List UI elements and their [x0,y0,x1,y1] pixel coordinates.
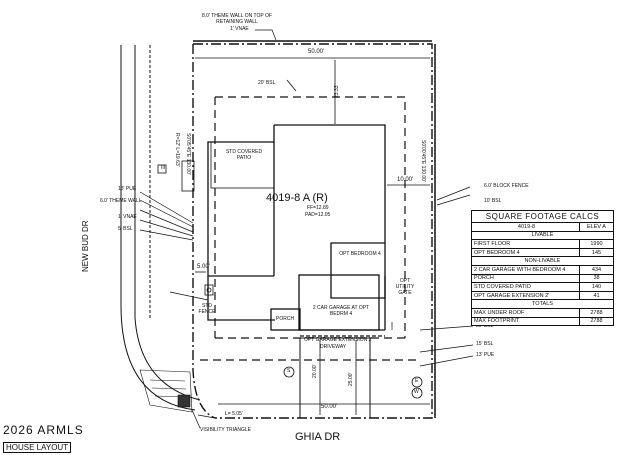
table-cell-value: 434 [591,266,602,273]
table-header-plan: 4019-8 [472,223,580,231]
left-markers [157,160,214,296]
plan-name: 4019-8 A (R) [266,192,328,204]
theme-wall-left-callout: 6.0' THEME WALL [100,198,142,204]
house-footprint [207,124,386,337]
std-patio-box [210,141,275,189]
footer: 2026 ARMLS HOUSE LAYOUT [3,423,84,455]
right-offset-dimension: 10.00' [397,177,414,183]
table-title: SQUARE FOOTAGE CALCS [472,211,613,223]
top-width-dimension: 50.00' [308,49,325,55]
table-header-row: 4019-8 ELEV A [472,223,613,232]
table-cell-label: MAX FOOTPRINT [472,317,580,326]
table-cell-value: 1990 [590,240,603,247]
opt-bedroom-label: OPT BEDROOM 4 [339,251,381,257]
table-row: MAX FOOTPRINT 2788 [472,317,613,326]
square-footage-table: SQUARE FOOTAGE CALCS 4019-8 ELEV A LIVAB… [471,210,614,327]
table-cell-value: 38 [593,275,600,282]
bsl-5-left-callout: 5' BSL [118,226,133,232]
street-name-bottom: GHIA DR [295,431,341,443]
lot-mark: III [161,165,166,171]
table-cell-label: OPT BEDROOM 4 [472,248,580,257]
table-cell-value: 2788 [590,309,603,316]
left-street-curbs [120,45,201,411]
front-setback-a: 20.00' [312,364,318,378]
bsl-15-bottom-callout: 15' BSL [476,341,494,347]
pue-13-callout: 13' PUE [476,352,495,358]
table-row: OPT GARAGE EXTENSION 2' 41 [472,291,613,301]
table-cell-value: 2788 [590,318,603,325]
ff-elevation: FF=12.89 [307,205,329,211]
table-row: FIRST FLOOR 1990 [472,240,613,249]
bottom-width-dimension: 50.00' [321,404,338,410]
table-cell-label: PORCH [472,274,580,283]
vnae-top-callout: 1' VNAE [230,26,249,32]
street-name-left: NEW BUD DR [81,220,90,272]
opt-utility-gate-label: OPT UTILITY GATE [395,278,415,296]
garage-label: 2 CAR GARAGE AT OPT BEDRM 4 [312,305,370,317]
theme-wall-top-callout: 8.0' THEME WALL ON TOP OF RETAINING WALL [202,13,272,25]
pue-left-callout: 13' PUE [118,186,137,192]
lot-line [192,43,433,419]
table-row: STD COVERED PATIO 140 [472,283,613,292]
table-cell-label: FIRST FLOOR [472,240,580,248]
rear-setback-dimension: 23.33' [334,84,340,98]
table-row: MAX UNDER ROOF 2788 [472,308,613,318]
table-section-livable: LIVABLE [472,232,613,241]
table-cell-label: MAX UNDER ROOF [472,308,580,317]
table-cell-value: 145 [591,249,602,256]
opt-garage-ext-label: OPT GARAGE EXTENSION 2' [304,337,373,343]
house-layout-tag: HOUSE LAYOUT [3,442,72,453]
table-cell-label: 2 CAR GARAGE WITH BEDROOM 4 [472,265,580,274]
e-marker: E [415,378,419,384]
driveway [299,337,371,418]
table-row: 2 CAR GARAGE WITH BEDROOM 4 434 [472,265,613,275]
vnae-left-callout: 1' VNAE [118,214,137,220]
w-marker: W [414,389,419,395]
driveway-label: DRIVEWAY [320,344,347,350]
right-bearing: S0'00'45"E 130.00' [420,140,426,182]
porch-label: PORCH [276,316,295,322]
bsl-20-top-callout: 20' BSL [258,80,276,86]
front-setback-b: 25.00' [348,372,354,386]
l-dimension: L= 5.05' [225,411,243,417]
armls-watermark: 2026 ARMLS [3,423,84,437]
dimension-lines [195,57,430,415]
block-fence-callout: 6.0' BLOCK FENCE [484,183,529,189]
std-patio-label: STD COVERED PATIO [225,149,263,161]
left-bearing: S0'05'45"E 130.00' [185,133,191,175]
callout-leaders [139,29,474,429]
table-row: OPT BEDROOM 4 145 [472,248,613,258]
bsl-10-right-callout: 10' BSL [484,198,502,204]
left-offset-dimension: 5.00' [197,264,210,270]
pad-elevation: PAD=12.05 [305,212,331,218]
table-cell-label: STD COVERED PATIO [472,283,580,291]
table-section-totals: TOTALS [472,300,613,309]
left-radius: R=12' L=19.63' [174,133,180,167]
meter-markers [283,366,423,399]
sidewalk-hatch [139,369,193,413]
table-cell-label: OPT GARAGE EXTENSION 2' [472,291,580,300]
table-cell-value: 140 [591,283,602,290]
table-row: PORCH 38 [472,274,613,284]
table-header-elev: ELEV A [587,223,606,230]
table-section-nonlivable: NON-LIVABLE [472,257,613,266]
std-fence-label: STD FENCE [198,303,216,315]
table-cell-value: 41 [593,292,600,299]
visibility-triangle-callout: VISIBILITY TRIANGLE [200,427,251,433]
s-marker: S [287,368,291,374]
